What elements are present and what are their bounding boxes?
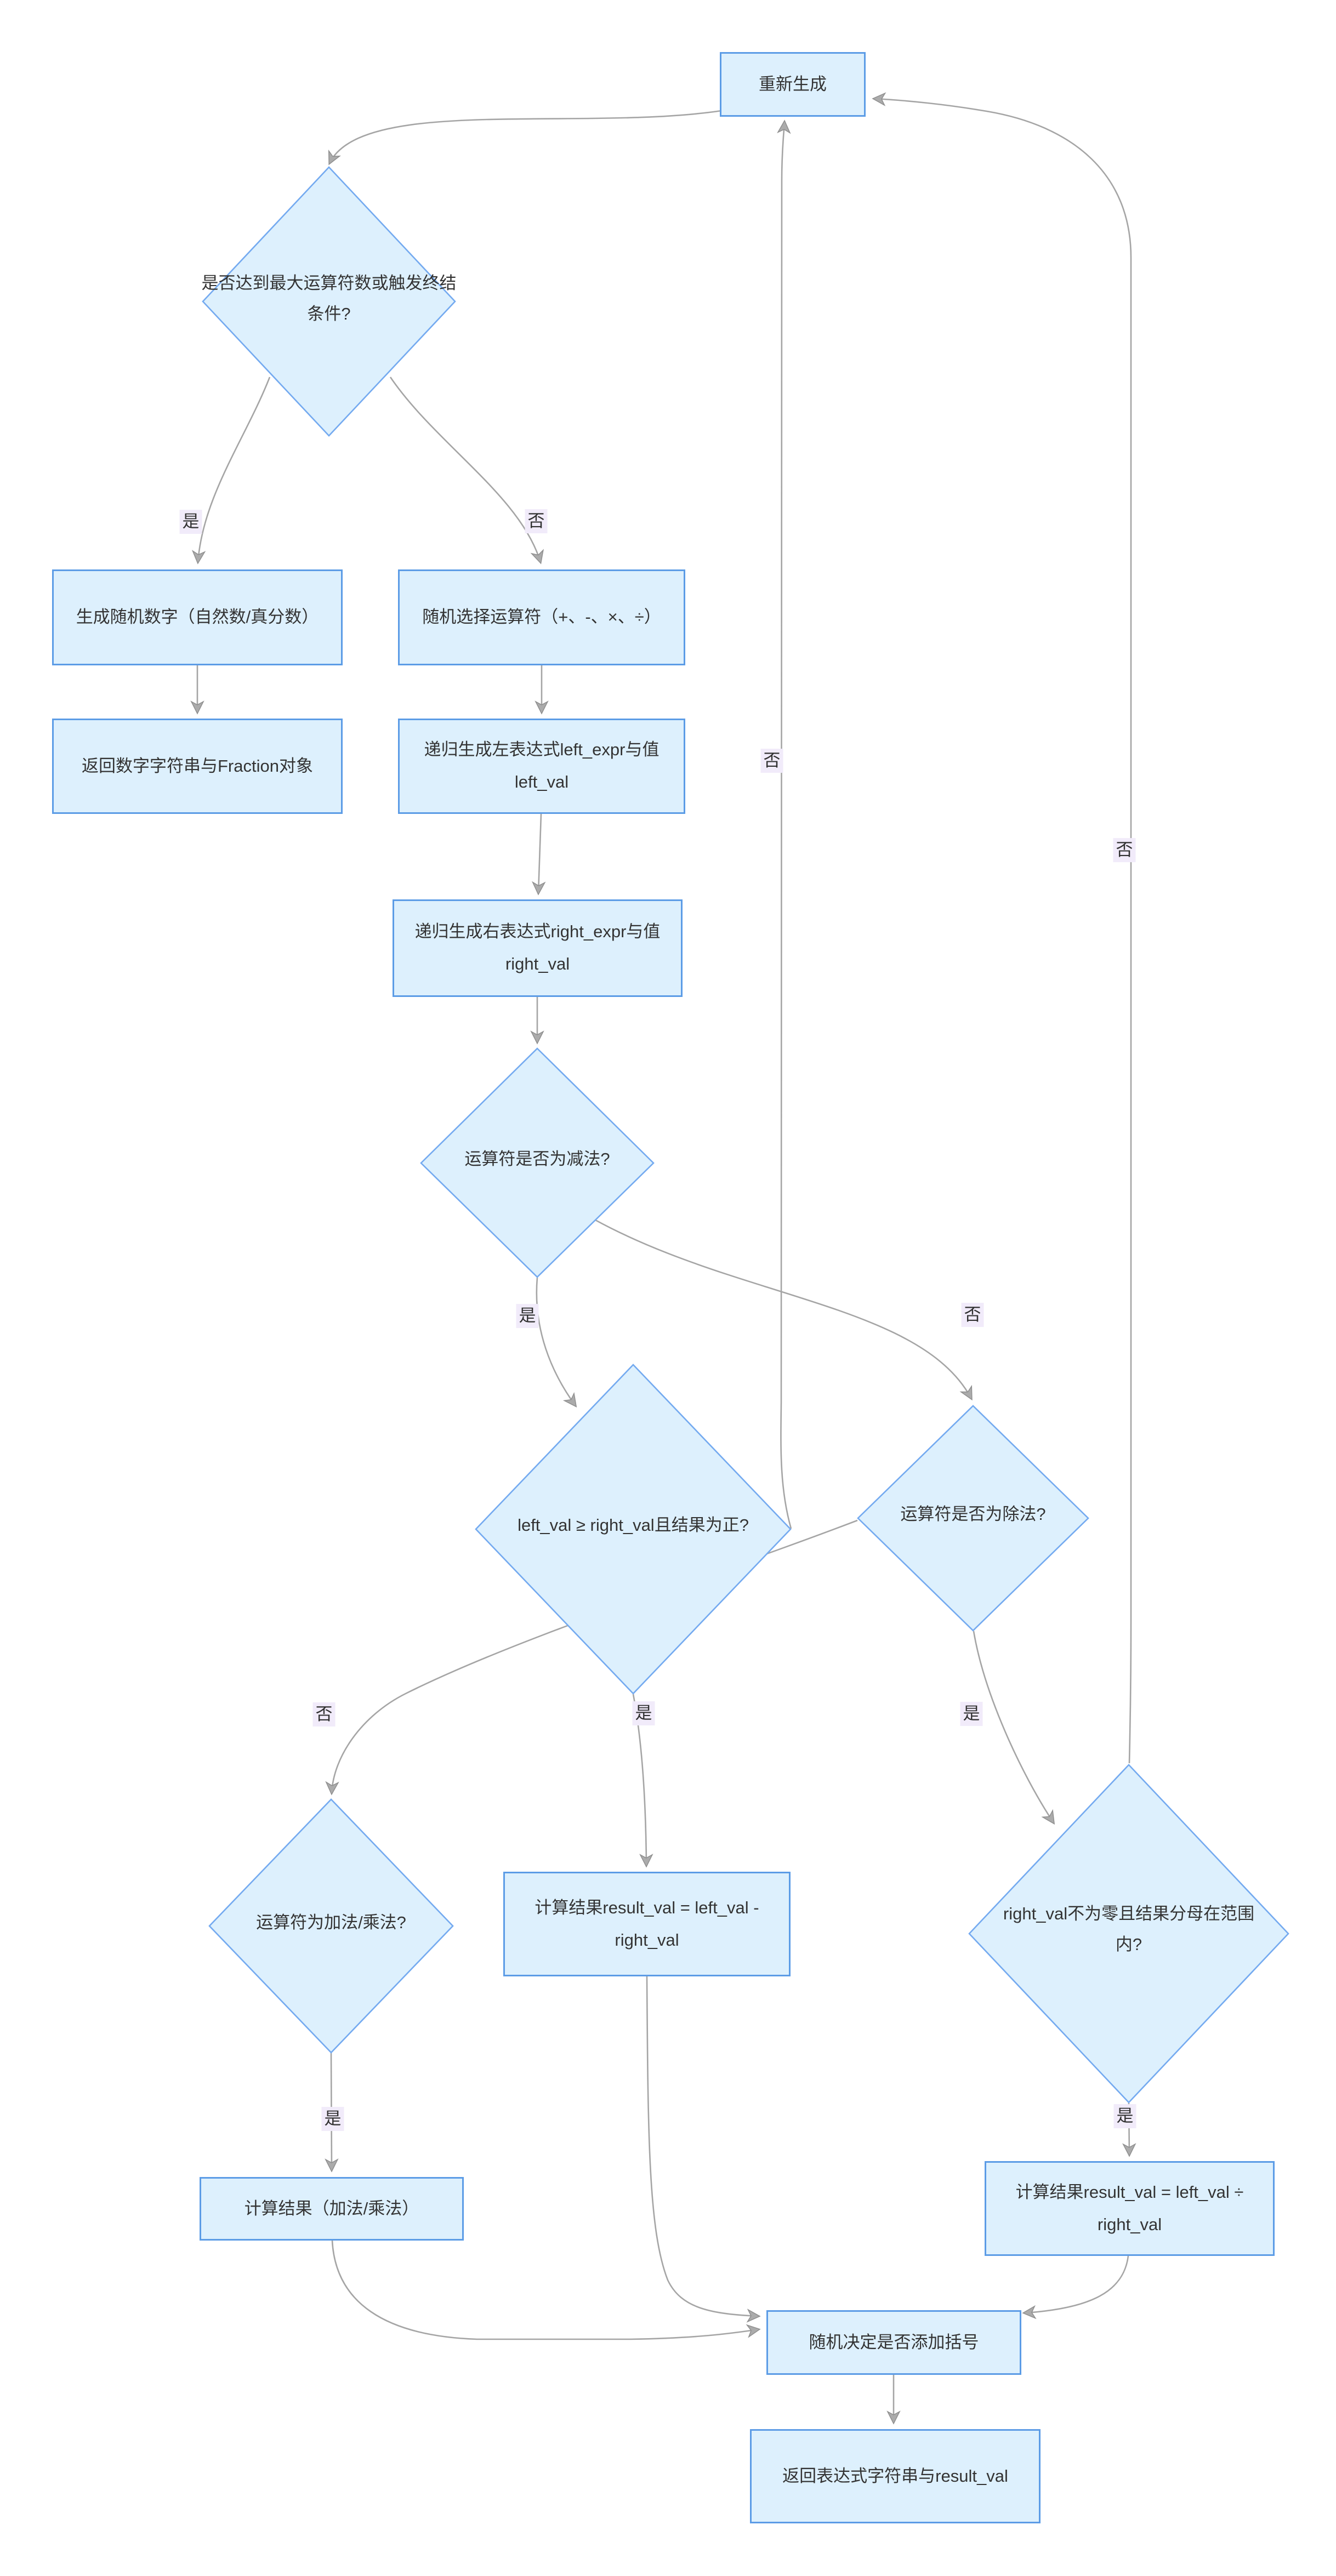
node-add-mul-result: 计算结果（加法/乘法） bbox=[200, 2177, 464, 2241]
node-shape-div-check bbox=[968, 1764, 1289, 2104]
node-is-subtraction-label: 运算符是否为减法? bbox=[464, 1149, 610, 1169]
edge-div-result-add-parens bbox=[1022, 2255, 1129, 2319]
node-shape-is-add-mul bbox=[208, 1798, 454, 2054]
node-add-parens: 随机决定是否添加括号 bbox=[766, 2310, 1021, 2375]
node-gen-number-label: 生成随机数字（自然数/真分数） bbox=[76, 607, 319, 627]
edge-add-mul-result-add-parens bbox=[331, 2240, 761, 2340]
edge-label-is-division-yes: 是 bbox=[960, 1702, 983, 1726]
node-sub-result-label: 计算结果result_val = left_val - right_val bbox=[535, 1897, 759, 1950]
node-sub-result: 计算结果result_val = left_val - right_val bbox=[503, 1872, 791, 1976]
node-return-number: 返回数字字符串与Fraction对象 bbox=[52, 719, 343, 814]
node-check-terminal-label: 是否达到最大运算符数或触发终结条件? bbox=[201, 273, 457, 323]
node-pick-operator: 随机选择运算符（+、-、×、÷） bbox=[398, 569, 685, 665]
edge-sub-result-add-parens bbox=[646, 1976, 761, 2323]
node-add-parens-label: 随机决定是否添加括号 bbox=[809, 2332, 979, 2352]
edge-div-check-regenerate bbox=[872, 92, 1132, 1764]
edge-is-division-div-check bbox=[973, 1631, 1055, 1825]
edge-label-is-add-mul-yes: 是 bbox=[321, 2107, 344, 2131]
node-div-result-label: 计算结果result_val = left_val ÷ right_val bbox=[1015, 2182, 1244, 2234]
node-shape-is-subtraction bbox=[420, 1047, 655, 1278]
edge-label-is-subtraction-no: 否 bbox=[961, 1303, 984, 1327]
node-regenerate-label: 重新生成 bbox=[759, 74, 827, 94]
edge-check-terminal-pick-operator bbox=[389, 377, 544, 565]
node-sub-check-label: left_val ≥ right_val且结果为正? bbox=[518, 1515, 749, 1535]
edge-label-sub-check-yes: 是 bbox=[632, 1701, 655, 1725]
edge-label-is-subtraction-yes: 是 bbox=[516, 1304, 539, 1328]
node-return-expr: 返回表达式字符串与result_val bbox=[750, 2429, 1041, 2523]
edge-group bbox=[190, 92, 1136, 2425]
node-gen-left-label: 递归生成左表达式left_expr与值 left_val bbox=[424, 740, 660, 791]
node-regenerate: 重新生成 bbox=[720, 52, 866, 117]
node-pick-operator-label: 随机选择运算符（+、-、×、÷） bbox=[422, 607, 661, 627]
node-shape-sub-check bbox=[475, 1364, 792, 1695]
edge-gen-left-gen-right bbox=[532, 813, 546, 896]
edge-is-subtraction-sub-check bbox=[536, 1277, 577, 1407]
node-is-division-label: 运算符是否为除法? bbox=[900, 1504, 1046, 1524]
edge-label-check-terminal-yes: 是 bbox=[179, 510, 202, 534]
node-add-mul-result-label: 计算结果（加法/乘法） bbox=[244, 2198, 419, 2218]
edge-regenerate-check-terminal bbox=[328, 110, 722, 166]
node-gen-number: 生成随机数字（自然数/真分数） bbox=[52, 569, 343, 665]
node-gen-right: 递归生成右表达式right_expr与值 right_val bbox=[393, 899, 683, 997]
node-gen-right-label: 递归生成右表达式right_expr与值 right_val bbox=[414, 922, 661, 973]
diamond-shapes bbox=[202, 166, 1289, 2104]
node-is-add-mul-label: 运算符为加法/乘法? bbox=[256, 1913, 406, 1933]
edge-check-terminal-gen-number bbox=[191, 377, 271, 565]
edge-label-sub-check-no: 否 bbox=[760, 749, 783, 773]
node-div-check-label: right_val不为零且结果分母在范围内? bbox=[1003, 1904, 1255, 1954]
node-return-number-label: 返回数字字符串与Fraction对象 bbox=[82, 756, 313, 776]
node-return-expr-label: 返回表达式字符串与result_val bbox=[782, 2466, 1008, 2486]
edge-is-subtraction-is-division bbox=[595, 1219, 973, 1401]
edge-label-is-division-no: 否 bbox=[312, 1702, 336, 1726]
edge-label-check-terminal-no: 否 bbox=[525, 509, 548, 533]
node-shape-check-terminal bbox=[202, 166, 456, 437]
node-div-result: 计算结果result_val = left_val ÷ right_val bbox=[985, 2161, 1275, 2256]
edge-label-div-check-yes: 是 bbox=[1113, 2104, 1136, 2128]
edge-label-div-check-no: 否 bbox=[1113, 838, 1136, 862]
edge-sub-check-regenerate bbox=[777, 119, 792, 1529]
node-shape-is-division bbox=[857, 1405, 1089, 1632]
node-gen-left: 递归生成左表达式left_expr与值 left_val bbox=[398, 719, 685, 814]
